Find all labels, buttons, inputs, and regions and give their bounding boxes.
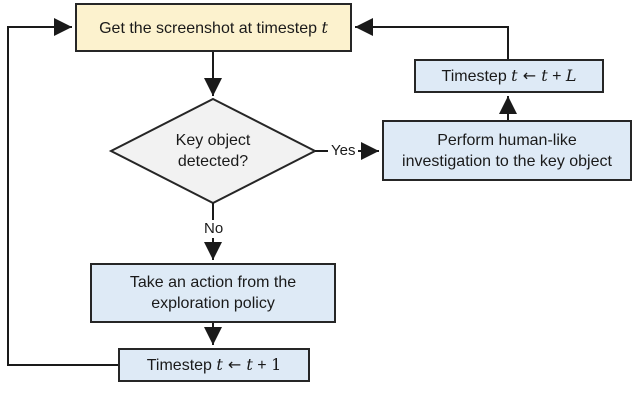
connector-timestepL-to-screenshot <box>355 18 509 59</box>
connector-timestep1-to-screenshot <box>7 18 118 366</box>
timestep-1-box: Timestep t ← t + 1 <box>118 348 310 382</box>
take-action-label: Take an action from the exploration poli… <box>129 274 297 312</box>
take-action-box: Take an action from the exploration poli… <box>90 263 336 323</box>
timestep-L-label: Timestep t ← t + L <box>441 66 577 85</box>
yes-edge-label: Yes <box>328 142 359 160</box>
decision-diamond-label: Key object detected? <box>175 132 251 170</box>
timestep-L-box: Timestep t ← t + L <box>414 59 604 93</box>
no-edge-label: No <box>201 220 227 238</box>
get-screenshot-box: Get the screenshot at timestep t <box>75 3 352 52</box>
timestep-1-label: Timestep t ← t + 1 <box>146 355 282 374</box>
get-screenshot-label: Get the screenshot at timestep t <box>99 17 328 37</box>
perform-investigation-box: Perform human-like investigation to the … <box>382 120 632 181</box>
perform-investigation-label: Perform human-like investigation to the … <box>402 131 612 170</box>
